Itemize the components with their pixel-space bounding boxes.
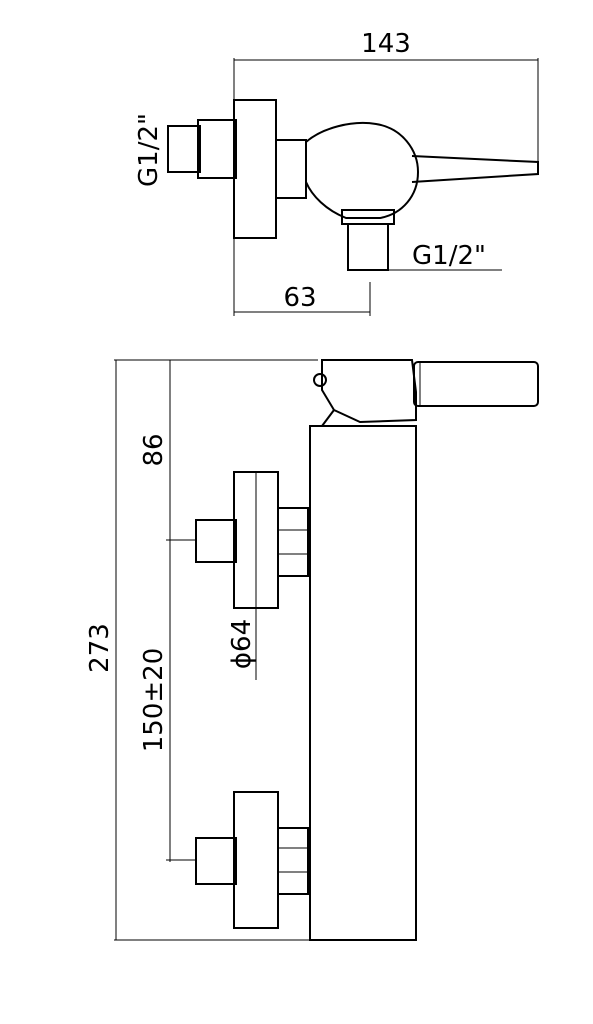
upper-inlet — [195, 471, 309, 609]
dimension-centers-label: 150±20 — [139, 648, 169, 753]
dimension-width-label: 143 — [361, 29, 411, 59]
dimension-diameter-label: ϕ64 — [227, 619, 257, 669]
dimension-offset-label: 63 — [283, 283, 316, 313]
outlet-bottom-label: G1/2" — [412, 241, 486, 271]
dimension-inlet-spacing: 86 150±20 — [139, 360, 196, 862]
dimension-offset: 63 — [233, 238, 371, 316]
lever-handle — [411, 155, 539, 183]
mixer-body — [305, 122, 420, 219]
lower-inlet — [195, 791, 309, 929]
dimension-total-height-label: 273 — [85, 623, 115, 673]
body-connector — [275, 139, 307, 199]
dimension-upper-label: 86 — [139, 433, 169, 466]
wall-plate — [233, 99, 277, 239]
top-view: 143 G1/2" G1/2" 63 — [134, 29, 539, 316]
mixer-body-front — [309, 425, 417, 941]
dimension-width: 143 — [233, 29, 539, 170]
handle-cap — [413, 361, 539, 407]
outlet-stub — [347, 223, 389, 271]
handle-pivot — [313, 373, 327, 387]
cartridge-housing — [321, 359, 417, 424]
handle-tilt — [321, 409, 335, 427]
front-view: 273 86 150±20 ϕ64 — [85, 359, 539, 941]
inlet-left-label: G1/2" — [134, 113, 164, 187]
inlet-stub — [167, 125, 201, 173]
dimension-total-height: 273 — [85, 359, 318, 941]
inlet-nut — [197, 119, 237, 179]
